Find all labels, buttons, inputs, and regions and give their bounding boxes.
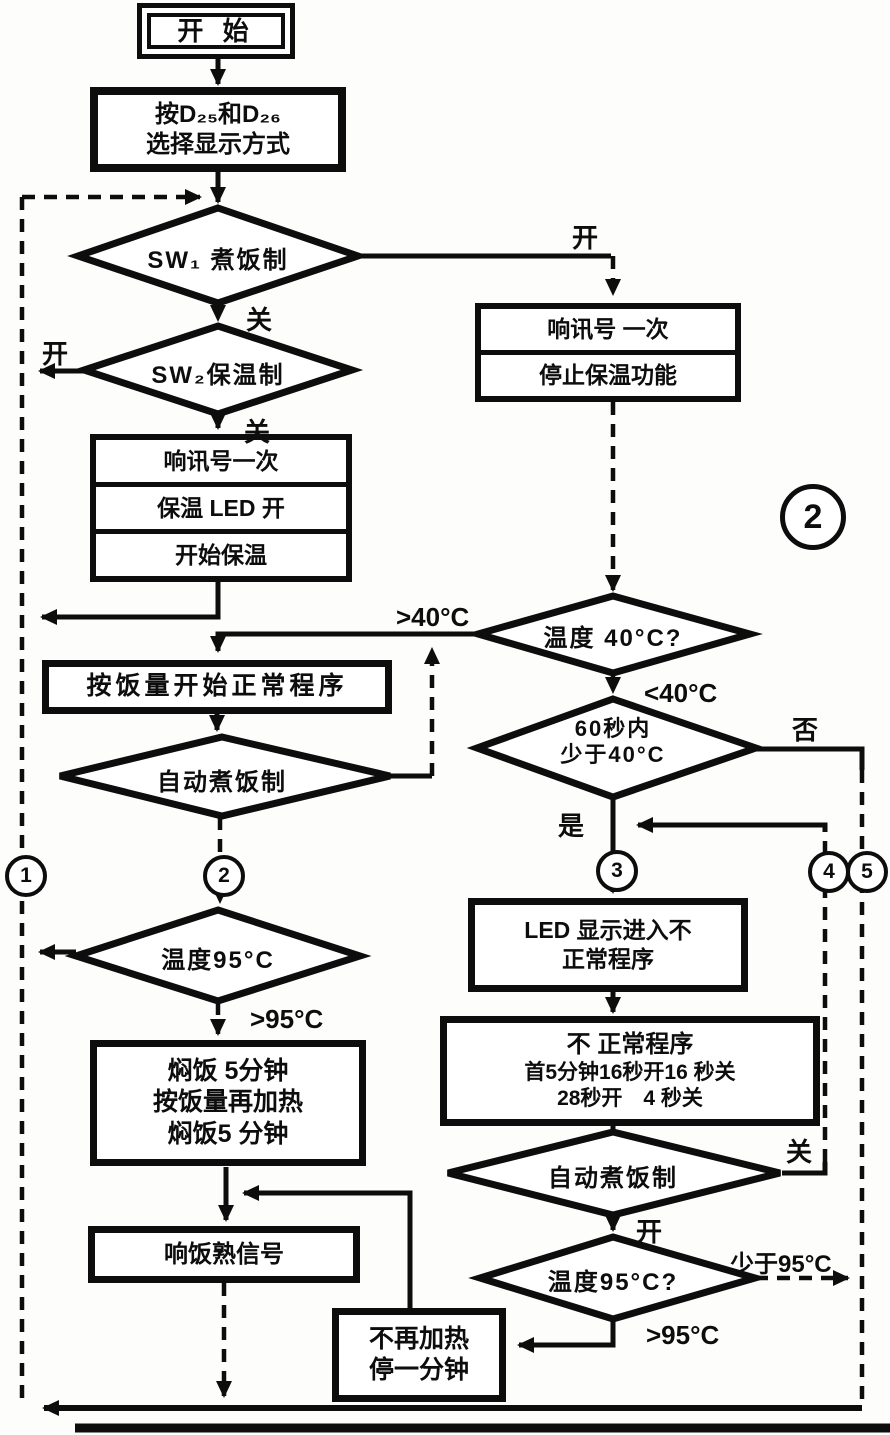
- stop-keep-warm-row1: 响讯号 一次: [547, 316, 669, 343]
- gt95-left-label: >95°C: [250, 1004, 324, 1034]
- temp40-label: 温度 40°C?: [543, 625, 683, 652]
- diamond-within60: [466, 695, 767, 801]
- no-label: 否: [792, 715, 819, 745]
- abnormal-program-line3: 28秒开 4 秒关: [557, 1087, 703, 1110]
- simmer-line2: 按饭量再加热: [152, 1088, 303, 1117]
- diamond-auto-cook-left: [59, 733, 391, 820]
- diamond-temp40: [465, 592, 763, 677]
- rice-done-signal-label: 响饭熟信号: [164, 1240, 284, 1268]
- led-abnormal-line1: LED 显示进入不: [524, 917, 692, 944]
- simmer-line3: 焖饭5 分钟: [167, 1119, 289, 1148]
- diamond-temp95-right: [468, 1233, 768, 1323]
- select-display-node: 按D₂₅和D₂₆ 选择显示方式: [90, 87, 346, 172]
- diamond-sw2: [72, 322, 364, 418]
- stop-keep-warm-node: 响讯号 一次 停止保温功能: [475, 303, 741, 402]
- sw1-label: SW₁ 煮饭制: [147, 247, 289, 274]
- auto-right-on-label: 开: [636, 1217, 663, 1247]
- diamond-auto-cook-right: [447, 1128, 781, 1219]
- sw2-off-label: 关: [244, 417, 271, 447]
- start-keep-warm-row2: 保温 LED 开: [96, 482, 346, 529]
- connector-3: 3: [596, 850, 638, 892]
- select-display-line2: 选择显示方式: [146, 130, 290, 158]
- start-keep-warm-row3: 开始保温: [96, 529, 346, 576]
- solid-connectors: [38, 57, 890, 1433]
- lt40-label: <40°C: [644, 678, 718, 708]
- normal-program-node: 按饭量开始正常程序: [42, 660, 392, 714]
- sw1-on-label: 开: [572, 223, 599, 253]
- stop-keep-warm-row2: 停止保温功能: [481, 350, 735, 396]
- select-display-line1: 按D₂₅和D₂₆: [155, 100, 281, 128]
- connector-4: 4: [808, 851, 850, 893]
- connector-1: 1: [5, 855, 47, 897]
- gt95-right-label: >95°C: [646, 1320, 720, 1350]
- diamond-sw1: [67, 204, 369, 307]
- sw2-label: SW₂保温制: [151, 362, 285, 389]
- auto-cook-right-label: 自动煮饭制: [548, 1165, 678, 1192]
- start-node: 开 始: [137, 3, 295, 59]
- connector-2: 2: [203, 855, 245, 897]
- connector-5: 5: [846, 851, 888, 893]
- temp95-right-label: 温度95°C?: [547, 1269, 679, 1296]
- no-reheat-line1: 不再加热: [368, 1324, 469, 1353]
- temp95-left-label: 温度95°C: [161, 947, 275, 974]
- led-abnormal-node: LED 显示进入不 正常程序: [468, 898, 748, 992]
- abnormal-program-line1: 不 正常程序: [566, 1030, 694, 1058]
- start-keep-warm-row1: 响讯号一次: [163, 447, 279, 474]
- lt95-label: 少于95°C: [730, 1251, 832, 1278]
- normal-program-label: 按饭量开始正常程序: [86, 672, 348, 701]
- abnormal-program-node: 不 正常程序 首5分钟16秒开16 秒关 28秒开 4 秒关: [440, 1016, 820, 1126]
- no-reheat-line2: 停一分钟: [368, 1356, 469, 1384]
- rice-done-signal-node: 响饭熟信号: [88, 1226, 360, 1283]
- simmer-node: 焖饭 5分钟 按饭量再加热 焖饭5 分钟: [90, 1040, 366, 1166]
- sw2-on-label: 开: [42, 339, 69, 369]
- figure-number-badge: 2: [780, 484, 846, 550]
- decision-diamonds: [59, 204, 781, 1323]
- abnormal-program-line2: 首5分钟16秒开16 秒关: [524, 1060, 736, 1084]
- diamond-temp95-left: [64, 906, 372, 1005]
- auto-right-off-label: 关: [786, 1137, 813, 1167]
- no-reheat-node: 不再加热 停一分钟: [332, 1308, 506, 1402]
- start-label: 开 始: [177, 15, 255, 46]
- sw1-off-label: 关: [246, 305, 273, 335]
- gt40-label: >40°C: [396, 602, 470, 632]
- led-abnormal-line2: 正常程序: [562, 946, 654, 972]
- within60-label: 60秒内 少于40°C: [560, 716, 666, 768]
- simmer-line1: 焖饭 5分钟: [167, 1057, 289, 1086]
- auto-cook-left-label: 自动煮饭制: [157, 769, 287, 796]
- yes-label: 是: [558, 811, 585, 841]
- start-keep-warm-node: 响讯号一次 保温 LED 开 开始保温: [90, 434, 352, 582]
